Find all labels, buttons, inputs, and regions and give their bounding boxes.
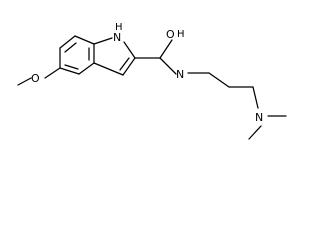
bond-n-methyl-down <box>248 125 262 140</box>
bond-pyrrole-3 <box>122 57 136 76</box>
carbonyl-oxygen-label: O <box>166 28 175 41</box>
methoxy-oxygen-label: O <box>31 72 40 85</box>
amide-nitrogen-label: N <box>176 68 184 81</box>
bond-methyl-o <box>17 77 32 86</box>
indole-nitrogen-label: N <box>113 31 121 44</box>
bond-pyrrole-double <box>119 57 130 71</box>
bond-o-aryl <box>44 67 61 79</box>
bond-benzene-5 <box>78 62 95 75</box>
bond-benzene-2 <box>59 35 76 49</box>
bond-pyrrole-2 <box>123 41 136 59</box>
bond-benzene-3 <box>74 35 95 45</box>
bond-carbonyl-n <box>159 57 177 75</box>
bond-benzene-6 <box>59 67 80 75</box>
chemical-structure: O H N O H N N <box>17 22 287 140</box>
bond-carbonyl-o <box>159 39 173 59</box>
bond-benzene-double-3 <box>64 64 79 70</box>
bond-pyrrole-1 <box>93 37 113 45</box>
bond-benzene-double-1 <box>64 42 77 53</box>
dimethylamino-nitrogen-label: N <box>255 111 263 124</box>
bond-c3-n <box>252 86 259 109</box>
bond-c1-c2 <box>208 72 230 88</box>
bond-pyrrole-4 <box>93 62 124 76</box>
indole-hydrogen-label: H <box>115 22 123 33</box>
hydroxyl-hydrogen-label: H <box>177 29 185 40</box>
